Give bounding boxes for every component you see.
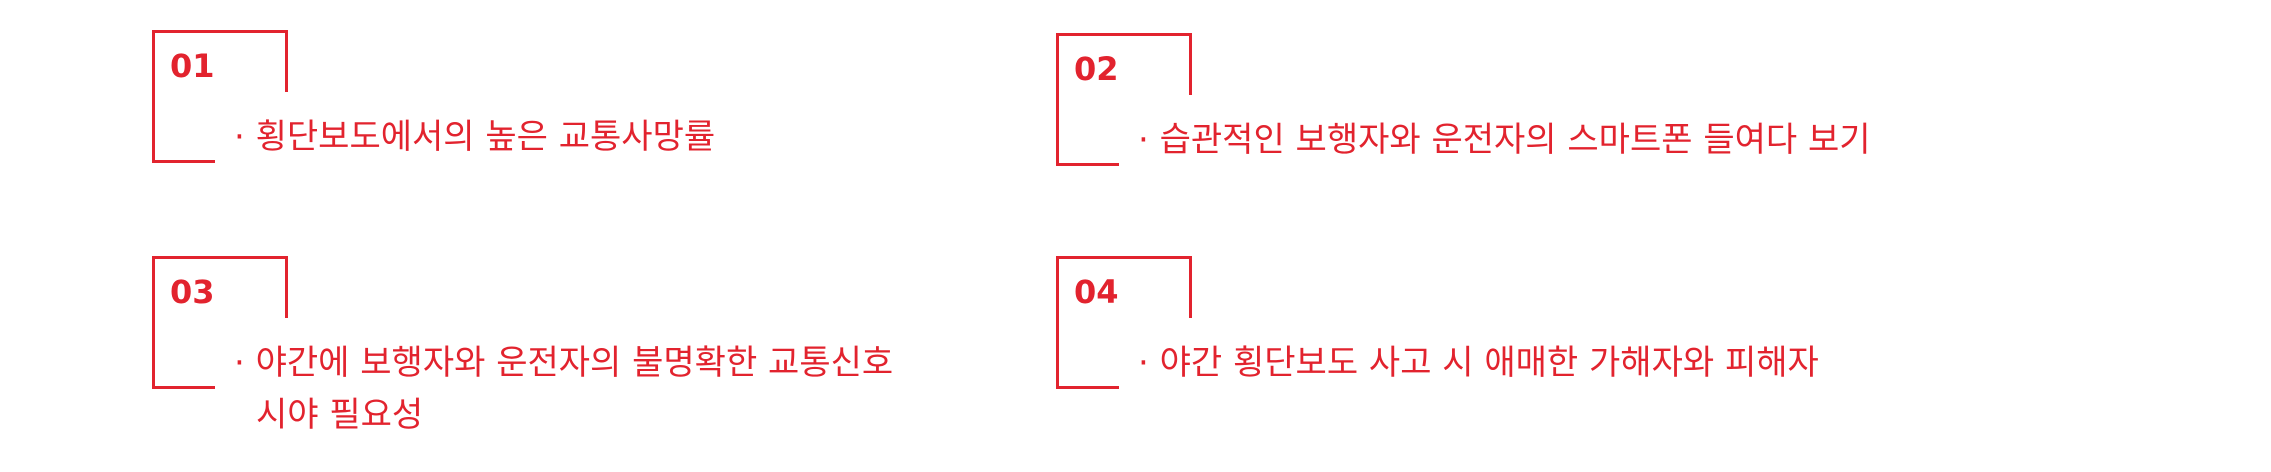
item-text: · 습관적인 보행자와 운전자의 스마트폰 들여다 보기 (1138, 115, 1871, 165)
bracket-frame-bottom (152, 386, 215, 389)
issue-item-01: 01 · 횡단보도에서의 높은 교통사망률 (152, 30, 1012, 210)
bracket-frame-top (152, 30, 288, 92)
item-text: · 야간 횡단보도 사고 시 애매한 가해자와 피해자 (1138, 338, 1819, 388)
bracket-frame-left (1056, 318, 1059, 389)
bracket-frame-bottom (1056, 386, 1119, 389)
bracket-frame-bottom (1056, 163, 1119, 166)
item-number: 04 (1074, 273, 1119, 311)
item-text-line: · 야간에 보행자와 운전자의 불명확한 교통신호 (234, 343, 894, 383)
item-text: · 횡단보도에서의 높은 교통사망률 (234, 112, 715, 162)
item-text-line: · 횡단보도에서의 높은 교통사망률 (234, 117, 716, 157)
item-text-line: 시야 필요성 (256, 395, 424, 435)
issue-item-02: 02 · 습관적인 보행자와 운전자의 스마트폰 들여다 보기 (1056, 33, 1916, 213)
bracket-frame-left (152, 92, 155, 163)
issue-item-04: 04 · 야간 횡단보도 사고 시 애매한 가해자와 피해자 (1056, 256, 1916, 436)
item-text: · 야간에 보행자와 운전자의 불명확한 교통신호 시야 필요성 (234, 337, 893, 441)
item-number: 02 (1074, 50, 1119, 88)
bracket-frame-left (152, 318, 155, 389)
item-text-line: · 야간 횡단보도 사고 시 애매한 가해자와 피해자 (1138, 343, 1819, 383)
bracket-frame-top (1056, 256, 1192, 318)
bracket-frame-bottom (152, 160, 215, 163)
item-number: 01 (170, 47, 215, 85)
item-text-line: · 습관적인 보행자와 운전자의 스마트폰 들여다 보기 (1138, 120, 1871, 160)
bracket-frame-top (1056, 33, 1192, 95)
bracket-frame-top (152, 256, 288, 318)
item-number: 03 (170, 273, 215, 311)
issue-item-03: 03 · 야간에 보행자와 운전자의 불명확한 교통신호 시야 필요성 (152, 256, 1012, 436)
bracket-frame-left (1056, 95, 1059, 166)
